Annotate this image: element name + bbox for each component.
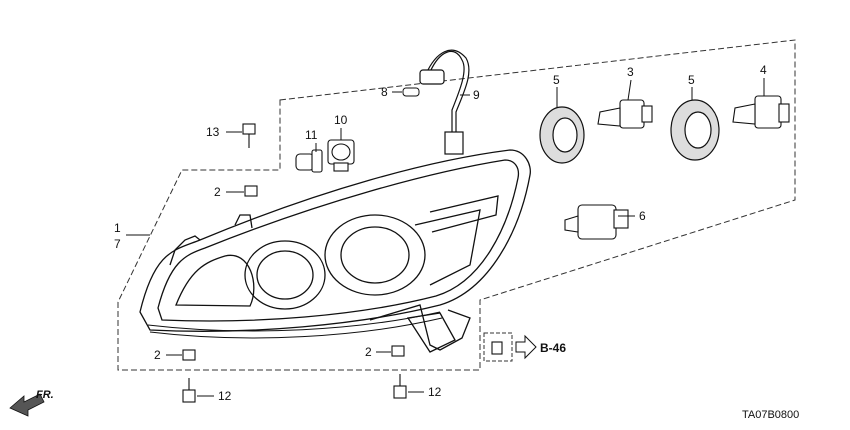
bulb-11	[295, 149, 323, 173]
bolt-12-right	[393, 374, 407, 399]
bulb-3	[597, 99, 653, 129]
callout-9: 9	[473, 88, 480, 102]
callout-2-top: 2	[214, 185, 221, 199]
leveling-actuator-6	[564, 204, 629, 240]
callout-10: 10	[334, 113, 348, 127]
clip-2-top	[244, 185, 258, 197]
direction-label: FR.	[36, 389, 54, 401]
dust-seal-5b	[670, 99, 720, 161]
screw-13	[242, 123, 256, 148]
clip-2-bottom-left	[182, 349, 196, 361]
callout-12-left: 12	[218, 389, 232, 403]
callout-1: 1	[114, 221, 121, 235]
callout-11: 11	[305, 128, 318, 142]
diagram-code: TA07B0800	[742, 409, 799, 421]
leader-lines	[126, 78, 765, 397]
socket-10	[327, 139, 355, 172]
callout-8: 8	[381, 85, 388, 99]
direction-arrow	[9, 393, 45, 417]
callout-6: 6	[639, 209, 646, 223]
callout-4: 4	[760, 63, 767, 77]
bulb-8	[402, 87, 420, 97]
callout-2-bottom-left: 2	[154, 348, 161, 362]
nut-ref-b46	[491, 341, 503, 355]
headlight-lower-lip	[147, 311, 443, 339]
callout-5-left: 5	[553, 73, 560, 87]
callout-13: 13	[206, 125, 220, 139]
callout-2-bottom-right: 2	[365, 345, 372, 359]
reference-label: B-46	[540, 341, 566, 355]
callout-3: 3	[627, 65, 634, 79]
dust-seal-5a	[539, 106, 585, 164]
callout-5-right: 5	[688, 73, 695, 87]
callout-7: 7	[114, 237, 121, 251]
clip-2-bottom-right	[391, 345, 405, 357]
assembly-boundary-dashed	[117, 39, 796, 371]
wire-harness-9	[419, 49, 470, 155]
callout-12-right: 12	[428, 385, 442, 399]
bulb-4	[732, 95, 790, 129]
bolt-12-left	[182, 378, 196, 403]
reference-arrow	[483, 332, 537, 362]
headlight-housing	[139, 149, 531, 353]
